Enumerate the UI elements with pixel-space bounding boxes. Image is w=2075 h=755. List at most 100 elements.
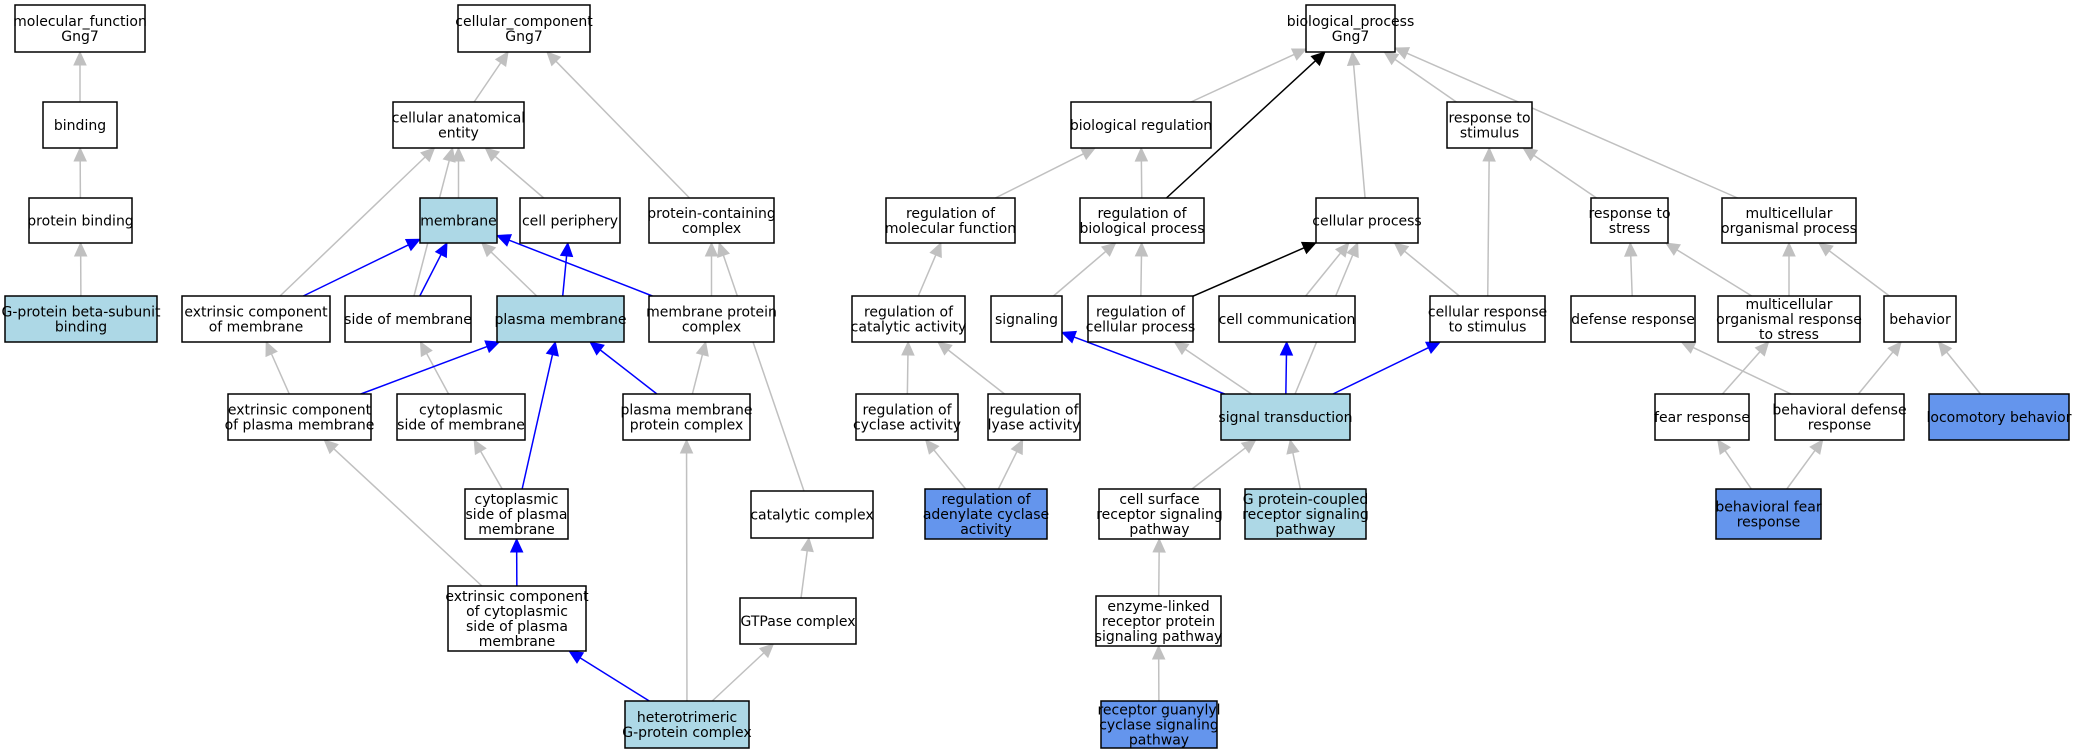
go-term-node-gtpase_complex[interactable]: GTPase complex <box>739 597 857 645</box>
go-term-node-cellular_process[interactable]: cellular process <box>1312 197 1422 244</box>
edge-plasma_mem-to-cell_periphery <box>559 241 574 297</box>
arrowhead <box>1482 146 1496 162</box>
edge-cyto_side_pm-to-cyto_side_mem <box>473 438 503 490</box>
go-term-node-plasma_mem[interactable]: plasma membrane <box>495 295 627 343</box>
arrowhead <box>568 650 585 664</box>
node-box <box>1070 101 1212 149</box>
edge-line <box>906 354 909 395</box>
arrowhead <box>323 439 339 455</box>
go-term-node-cell_periphery[interactable]: cell periphery <box>519 197 621 244</box>
edge-line <box>1721 351 1761 395</box>
edge-line <box>1946 351 1982 395</box>
node-label: G protein-coupled <box>1243 492 1369 508</box>
arrowhead <box>1887 341 1902 357</box>
node-label: locomotory behavior <box>1927 410 2072 426</box>
go-term-node-catalytic_complex[interactable]: catalytic complex <box>750 490 874 539</box>
edge-protein_binding-to-binding <box>73 146 87 199</box>
arrowhead <box>1522 147 1539 162</box>
go-term-node-protein_binding[interactable]: protein binding <box>27 197 134 244</box>
node-label: Gng7 <box>1332 29 1370 45</box>
go-term-node-fear_resp[interactable]: fear response <box>1654 393 1750 441</box>
arrowhead <box>1279 340 1294 356</box>
edge-cellular_process-to-bp_root <box>1346 50 1366 199</box>
node-label: Gng7 <box>61 29 99 45</box>
node-box <box>624 700 750 749</box>
go-term-node-cell_comm[interactable]: cell communication <box>1218 295 1356 343</box>
go-term-node-side_of_mem[interactable]: side of membrane <box>344 295 472 343</box>
node-box <box>750 490 874 539</box>
edge-line <box>555 60 691 199</box>
arrowhead <box>704 241 719 257</box>
node-box <box>1429 295 1546 343</box>
edge-reg_bio_proc-to-bp_root <box>1165 51 1326 199</box>
go-term-node-signaling[interactable]: signaling <box>990 295 1063 343</box>
go-term-node-locomotory[interactable]: locomotory behavior <box>1927 393 2072 441</box>
node-label: cellular_component <box>455 14 593 30</box>
arrowhead <box>1334 242 1350 258</box>
node-label: fear response <box>1654 410 1750 426</box>
node-box <box>885 197 1016 244</box>
edge-line <box>494 155 545 199</box>
arrowhead <box>1080 147 1097 161</box>
node-box <box>42 101 118 149</box>
node-label: cytoplasmic <box>419 402 503 418</box>
node-box <box>1100 700 1218 749</box>
node-label: signal transduction <box>1218 410 1352 426</box>
node-box <box>4 295 158 343</box>
node-label: plasma membrane <box>621 402 753 418</box>
edge-line <box>711 652 765 702</box>
edge-signal_trans-to-signaling <box>1060 330 1225 395</box>
go-term-node-membrane[interactable]: membrane <box>419 197 498 244</box>
go-term-node-behavior[interactable]: behavior <box>1883 295 1957 343</box>
edge-extr_cyto_pm-to-extr_comp_pm <box>323 439 483 587</box>
edge-beh_fear_resp-to-beh_def_resp <box>1786 439 1824 490</box>
arrowhead <box>1624 241 1638 257</box>
arrowhead <box>473 438 487 456</box>
node-box <box>924 488 1048 540</box>
go-term-node-signal_trans[interactable]: signal transduction <box>1218 393 1353 441</box>
edge-line <box>1292 452 1302 490</box>
edge-reg_mol_func-to-bio_reg <box>995 147 1097 199</box>
graph-edges <box>73 47 1982 702</box>
edge-line <box>917 254 937 297</box>
edge-line <box>1406 52 1738 199</box>
go-term-node-bio_reg[interactable]: biological regulation <box>1070 101 1212 149</box>
go-term-node-binding[interactable]: binding <box>42 101 118 149</box>
node-box <box>987 393 1081 441</box>
edge-guanylyl-to-enzyme_linked <box>1151 644 1166 702</box>
go-term-node-defense_resp[interactable]: defense response <box>1570 295 1696 343</box>
node-box <box>1774 393 1905 441</box>
